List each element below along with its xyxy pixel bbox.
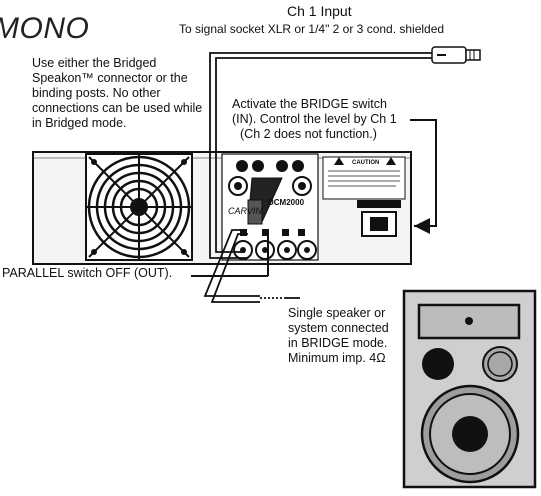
- caution-label: CAUTION: [322, 156, 406, 200]
- parallel-note: PARALLEL switch OFF (OUT).: [2, 266, 173, 280]
- connector-note-line: in Bridged mode.: [32, 116, 127, 130]
- bridge-note-line: (IN). Control the level by Ch 1: [232, 112, 397, 126]
- speaker-note: Single speaker or system connected in BR…: [288, 306, 389, 366]
- speaker-note-line: system connected: [288, 321, 389, 335]
- connector-section: CARVIN DCM2000: [221, 153, 319, 261]
- bridged-speakon-plug: [247, 177, 283, 225]
- page-title: MONO: [0, 12, 90, 45]
- speaker-cabinet: [402, 289, 537, 489]
- amp-model: DCM2000: [268, 198, 305, 207]
- bridge-note: Activate the BRIDGE switch (IN). Control…: [232, 97, 397, 142]
- bridge-note-line: (Ch 2 does not function.): [240, 127, 377, 141]
- xlr-input-connector: [431, 46, 481, 64]
- input-title: Ch 1 Input: [287, 3, 352, 19]
- connector-note-line: Speakon™ connector or the: [32, 71, 188, 85]
- connector-note-line: connections can be used while: [32, 101, 203, 115]
- speaker-note-line: in BRIDGE mode.: [288, 336, 388, 350]
- amp-brand: CARVIN: [228, 206, 262, 216]
- amplifier-rear-panel: CARVIN DCM2000 CAUTION: [32, 151, 412, 265]
- bridge-switch-leader: [410, 119, 437, 234]
- caution-title: CAUTION: [352, 160, 379, 166]
- speaker-note-line: Minimum imp. 4Ω: [288, 351, 386, 365]
- speaker-note-line: Single speaker or: [288, 306, 386, 320]
- connector-note: Use either the Bridged Speakon™ connecto…: [32, 56, 202, 131]
- connector-note-line: binding posts. No other: [32, 86, 161, 100]
- power-inlet: [357, 200, 401, 237]
- bridge-note-line: Activate the BRIDGE switch: [232, 97, 387, 111]
- speaker-cable: [203, 229, 300, 303]
- input-subtitle: To signal socket XLR or 1/4" 2 or 3 cond…: [179, 22, 445, 36]
- connector-note-line: Use either the Bridged: [32, 56, 157, 70]
- cooling-fan-grille: [85, 153, 193, 261]
